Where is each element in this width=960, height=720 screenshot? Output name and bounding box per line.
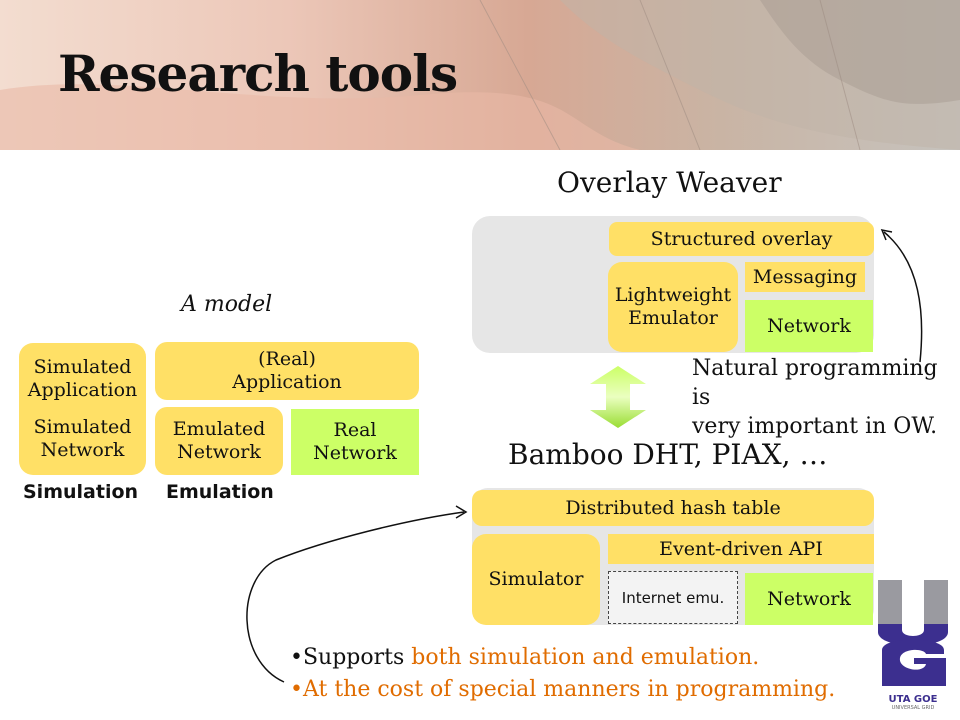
ow-note-line2: very important in OW. xyxy=(692,414,938,439)
internet-emu-block: Internet emu. xyxy=(608,571,738,624)
simulator-block: Simulator xyxy=(472,534,600,625)
bullet-dot-icon: • xyxy=(290,645,303,670)
messaging-label: Messaging xyxy=(752,265,858,288)
slide-title: Research tools xyxy=(58,44,458,103)
structured-overlay-block: Structured overlay xyxy=(609,222,874,256)
bullet-dot-icon: • xyxy=(290,677,303,702)
messaging-block: Messaging xyxy=(745,262,865,292)
emulated-network-label: Emulated Network xyxy=(172,418,266,463)
double-arrow-icon xyxy=(590,366,646,428)
real-network-block: Real Network xyxy=(291,409,419,475)
ow-note: Natural programming is very important in… xyxy=(692,354,960,441)
simulated-application-label: Simulated Application xyxy=(27,356,138,401)
model-caption: A model xyxy=(181,292,273,317)
overlay-weaver-title: Overlay Weaver xyxy=(557,166,782,199)
simulated-network-label: Simulated Network xyxy=(33,416,132,461)
header-banner: Research tools xyxy=(0,0,960,150)
lightweight-emulator-block: Lightweight Emulator xyxy=(608,262,738,352)
bamboo-network-block: Network xyxy=(745,573,873,625)
simulation-block: Simulated Application Simulated Network xyxy=(19,343,146,475)
bamboo-network-label: Network xyxy=(767,587,851,610)
ow-network-label: Network xyxy=(767,314,851,337)
simulator-label: Simulator xyxy=(488,568,584,591)
bamboo-title: Bamboo DHT, PIAX, … xyxy=(508,438,828,471)
structured-overlay-label: Structured overlay xyxy=(650,227,833,250)
bullet-1-prefix: Supports xyxy=(302,645,412,670)
ow-note-line1: Natural programming is xyxy=(692,356,938,410)
logo-mark-icon xyxy=(878,580,948,686)
lightweight-emulator-label: Lightweight Emulator xyxy=(614,284,732,329)
dht-block: Distributed hash table xyxy=(472,490,874,526)
internet-emu-label: Internet emu. xyxy=(621,588,725,607)
simulation-label: Simulation xyxy=(23,481,139,503)
real-application-block: (Real) Application xyxy=(155,342,419,400)
ow-network-block: Network xyxy=(745,300,873,352)
real-application-label: (Real) Application xyxy=(232,348,342,393)
bullet-1-highlight: both simulation and emulation. xyxy=(411,645,760,670)
bullet-2-text: At the cost of special manners in progra… xyxy=(302,677,836,702)
bullet-item-1: •Supports both simulation and emulation. xyxy=(290,642,835,674)
dht-label: Distributed hash table xyxy=(565,496,781,519)
bullet-item-2: •At the cost of special manners in progr… xyxy=(290,674,835,706)
event-driven-api-label: Event-driven API xyxy=(659,537,823,560)
emulation-label: Emulation xyxy=(166,481,274,503)
map-background xyxy=(0,0,960,150)
real-network-label: Real Network xyxy=(313,419,397,464)
bullet-list: •Supports both simulation and emulation.… xyxy=(290,642,835,706)
logo: UTA GOE UNIVERSAL GRID xyxy=(876,578,950,711)
emulated-network-block: Emulated Network xyxy=(155,407,283,475)
curved-arrow-left-icon xyxy=(246,505,468,683)
curved-arrow-right-icon xyxy=(880,228,923,363)
logo-text: UTA GOE xyxy=(888,694,938,705)
event-driven-api-block: Event-driven API xyxy=(608,534,874,564)
logo-subtext: UNIVERSAL GRID xyxy=(891,705,935,711)
